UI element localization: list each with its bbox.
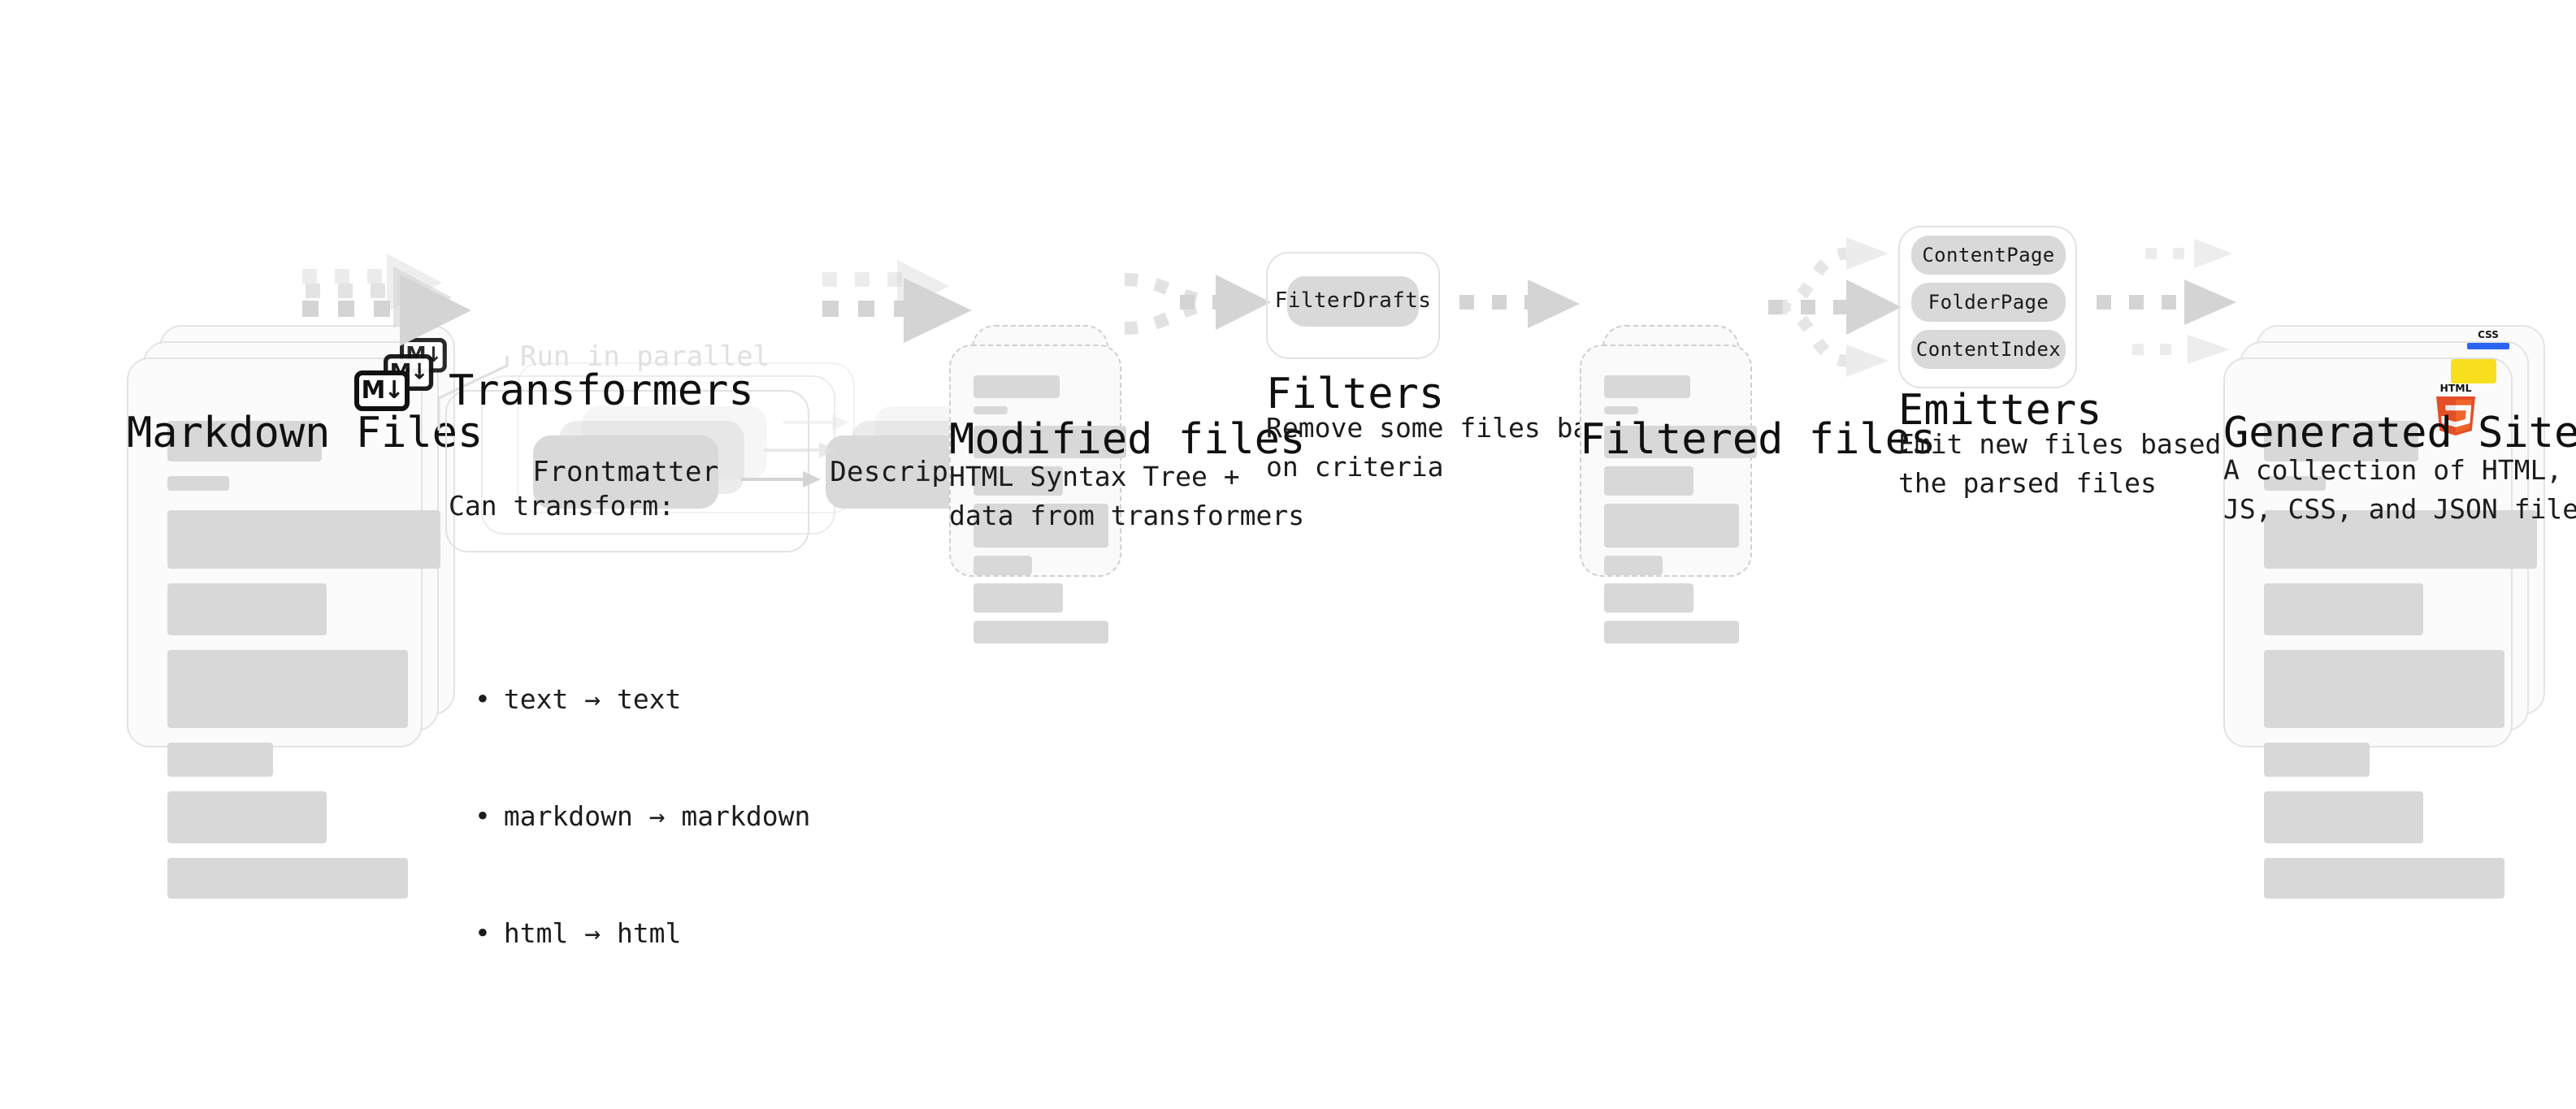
skeleton-bar	[167, 510, 440, 569]
transformers-capability-item: markdown → markdown	[475, 798, 811, 837]
arrow-modified-to-filters	[1124, 273, 1271, 335]
arrow-transformers-to-modified	[822, 260, 972, 343]
skeleton-bar	[2264, 476, 2326, 491]
pipeline-diagram: M↓ M↓ M↓ Markdown Files Run in parallel	[0, 0, 2576, 681]
arrow-filters-to-filtered	[1459, 279, 1580, 328]
skeleton-bar	[2264, 858, 2504, 899]
skeleton-bar	[1604, 375, 1691, 398]
arrow-markdown-to-transformers	[302, 253, 471, 346]
skeleton-bar	[974, 583, 1063, 612]
emitters-chip-folderpage[interactable]: FolderPage	[1911, 283, 2066, 322]
js-icon	[2451, 359, 2496, 383]
modified-card-skeleton	[974, 375, 1127, 651]
emitters-chip-contentpage[interactable]: ContentPage	[1911, 236, 2066, 275]
emitters-group-box	[1898, 226, 2077, 388]
transformers-capability-list: text → text markdown → markdown html → h…	[449, 604, 811, 1031]
modified-files-title: Modified files	[949, 416, 1306, 465]
filters-chip-filterdrafts[interactable]: FilterDrafts	[1275, 276, 1431, 327]
arrow-emitters-to-site	[2097, 239, 2236, 364]
css-icon: CSS	[2467, 331, 2509, 353]
skeleton-bar	[167, 743, 273, 777]
markdown-icon-glyph: M↓	[361, 375, 405, 405]
filtered-card-skeleton	[1604, 375, 1758, 651]
css-icon-label: CSS	[2478, 330, 2499, 341]
skeleton-bar	[1604, 466, 1693, 496]
skeleton-bar	[2264, 421, 2418, 461]
skeleton-bar	[974, 406, 1008, 415]
skeleton-bar	[1604, 503, 1739, 548]
skeleton-bar	[2264, 743, 2370, 777]
transformers-title: Transformers	[449, 367, 754, 416]
transformers-capability-item: html → html	[475, 915, 810, 954]
markdown-card-skeleton	[167, 421, 440, 913]
transformers-capability-item: text → text	[475, 682, 810, 721]
skeleton-bar	[974, 620, 1108, 643]
skeleton-bar	[2264, 583, 2423, 635]
arrow-filtered-to-emitters	[1768, 237, 1902, 377]
skeleton-bar	[167, 858, 408, 899]
generated-site-title: Generated Site	[2223, 409, 2576, 458]
skeleton-bar	[974, 466, 1063, 496]
skeleton-bar	[2264, 791, 2423, 843]
transformers-subtitle-intro: Can transform:	[449, 490, 675, 522]
emitters-subtitle: Emit new files based on the parsed files	[1898, 429, 2270, 499]
generated-site-subtitle: A collection of HTML, JS, CSS, and JSON …	[2223, 455, 2576, 525]
modified-files-card-stack	[949, 325, 1274, 747]
skeleton-bar	[167, 650, 408, 728]
modified-files-subtitle: HTML Syntax Tree + data from transformer…	[949, 461, 1305, 531]
skeleton-bar	[2264, 510, 2537, 569]
filters-group-box	[1266, 252, 1440, 359]
transformer-inner-arrows	[741, 414, 848, 487]
filtered-card-front	[1580, 344, 1758, 643]
markdown-icon: M↓	[354, 370, 410, 411]
skeleton-bar	[974, 503, 1108, 548]
skeleton-bar	[1604, 583, 1693, 612]
filters-title: Filters	[1266, 370, 1445, 419]
run-in-parallel-bracket	[437, 356, 509, 431]
svg-text:HTML: HTML	[2439, 382, 2471, 394]
css-icon-bar	[2467, 343, 2509, 349]
emitters-title: Emitters	[1898, 387, 2102, 435]
modified-card-front	[949, 344, 1127, 643]
skeleton-bar	[2264, 650, 2504, 728]
skeleton-bar	[167, 583, 327, 635]
markdown-files-title: Markdown Files	[127, 409, 484, 458]
transformer-box-front	[445, 390, 809, 552]
skeleton-bar	[167, 791, 327, 843]
generated-site-card-stack: CSS HTML	[2223, 325, 2576, 899]
html5-icon: HTML	[2431, 380, 2480, 435]
skeleton-bar	[974, 425, 1127, 458]
filtered-files-title: Filtered files	[1580, 416, 1936, 465]
skeleton-bar	[1604, 620, 1739, 643]
skeleton-bar	[1604, 406, 1639, 415]
transformers-subtitle: Can transform: text → text markdown → ma…	[449, 409, 810, 1109]
filtered-files-card-stack	[1580, 325, 1905, 747]
skeleton-bar	[167, 421, 322, 461]
skeleton-bar	[974, 555, 1033, 575]
skeleton-bar	[1604, 555, 1663, 575]
transformer-chip-frontmatter[interactable]: Frontmatter	[532, 435, 718, 509]
skeleton-bar	[167, 476, 229, 491]
skeleton-bar	[974, 375, 1060, 398]
skeleton-bar	[1604, 425, 1758, 458]
run-in-parallel-label: Run in parallel	[520, 341, 770, 374]
emitters-chip-contentindex[interactable]: ContentIndex	[1911, 330, 2066, 369]
